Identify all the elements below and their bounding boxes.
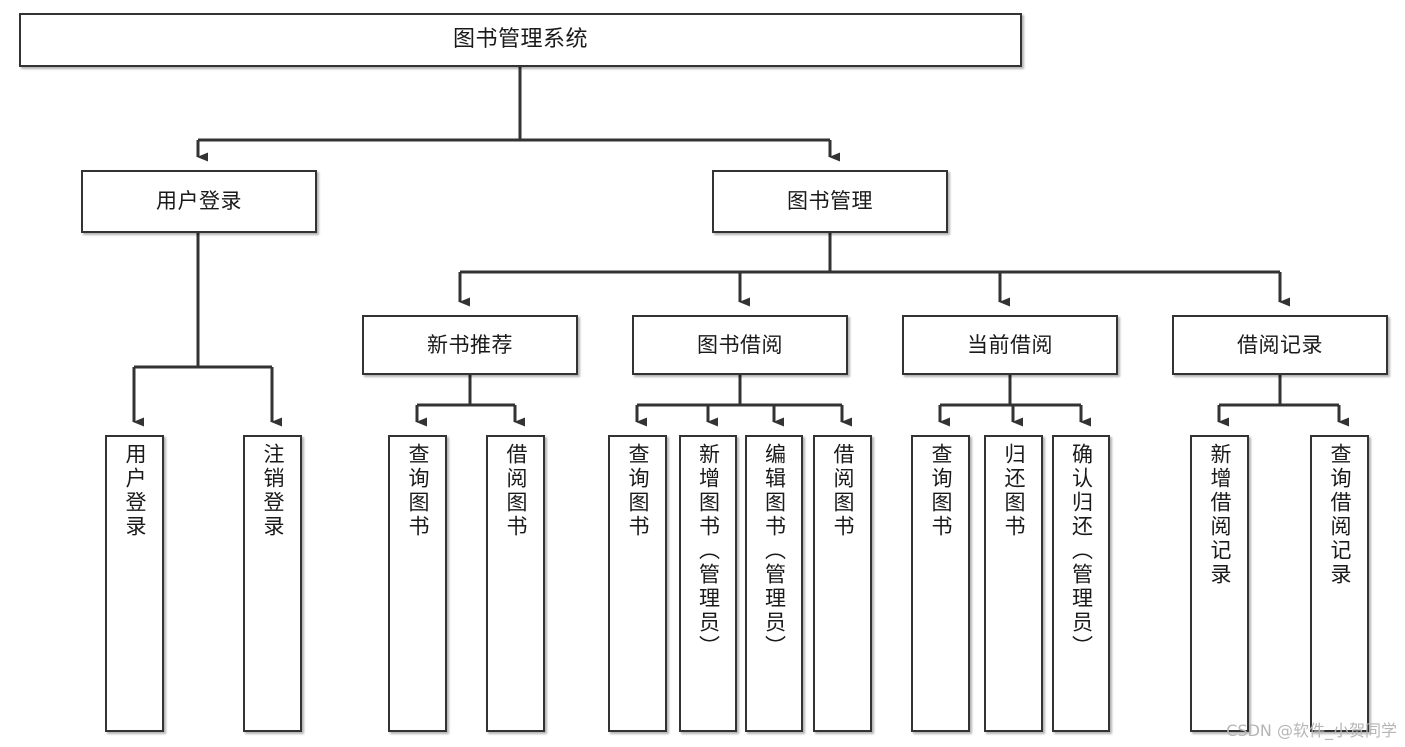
- leaf-node-5[interactable]: 新增图书（管理员）: [679, 435, 737, 732]
- leaf-node-3[interactable]: 借阅图书: [486, 435, 545, 732]
- level2-node-2[interactable]: 当前借阅: [902, 315, 1118, 375]
- leaf-node-7-label: 借阅图书: [831, 443, 855, 539]
- root-node-label: 图书管理系统: [452, 27, 588, 53]
- leaf-node-12-label: 查询借阅记录: [1328, 443, 1352, 587]
- csdn-watermark: CSDN @软件_小贺同学: [1226, 721, 1397, 740]
- leaf-node-9[interactable]: 归还图书: [984, 435, 1043, 732]
- leaf-node-9-label: 归还图书: [1002, 443, 1026, 539]
- leaf-node-8[interactable]: 查询图书: [911, 435, 970, 732]
- leaf-node-4[interactable]: 查询图书: [608, 435, 667, 732]
- root-node[interactable]: 图书管理系统: [19, 13, 1022, 67]
- leaf-node-6-label: 编辑图书（管理员）: [762, 443, 787, 659]
- leaf-node-2[interactable]: 查询图书: [388, 435, 447, 732]
- leaf-node-0[interactable]: 用户登录: [105, 435, 164, 732]
- leaf-node-11[interactable]: 新增借阅记录: [1190, 435, 1249, 732]
- leaf-node-10[interactable]: 确认归还（管理员）: [1052, 435, 1110, 732]
- leaf-node-5-label: 新增图书（管理员）: [696, 443, 721, 659]
- level2-node-1[interactable]: 图书借阅: [632, 315, 848, 375]
- leaf-node-1-label: 注销登录: [261, 443, 285, 539]
- leaf-node-8-label: 查询图书: [929, 443, 953, 539]
- level2-node-3[interactable]: 借阅记录: [1172, 315, 1388, 375]
- level1-node-1[interactable]: 图书管理: [712, 170, 948, 233]
- level2-node-1-label: 图书借阅: [697, 332, 783, 357]
- level2-node-0[interactable]: 新书推荐: [362, 315, 578, 375]
- leaf-node-11-label: 新增借阅记录: [1208, 443, 1232, 587]
- leaf-node-12[interactable]: 查询借阅记录: [1310, 435, 1369, 732]
- leaf-node-1[interactable]: 注销登录: [243, 435, 302, 732]
- level2-node-2-label: 当前借阅: [967, 332, 1053, 357]
- leaf-node-3-label: 借阅图书: [504, 443, 528, 539]
- leaf-node-10-label: 确认归还（管理员）: [1069, 443, 1094, 659]
- leaf-node-4-label: 查询图书: [626, 443, 650, 539]
- level2-node-0-label: 新书推荐: [427, 332, 513, 357]
- leaf-node-2-label: 查询图书: [406, 443, 430, 539]
- level2-node-3-label: 借阅记录: [1237, 332, 1323, 357]
- level1-node-0-label: 用户登录: [156, 189, 242, 214]
- leaf-node-7[interactable]: 借阅图书: [813, 435, 872, 732]
- level1-node-0[interactable]: 用户登录: [81, 170, 317, 233]
- leaf-node-6[interactable]: 编辑图书（管理员）: [745, 435, 803, 732]
- leaf-node-0-label: 用户登录: [123, 443, 147, 539]
- level1-node-1-label: 图书管理: [787, 189, 873, 214]
